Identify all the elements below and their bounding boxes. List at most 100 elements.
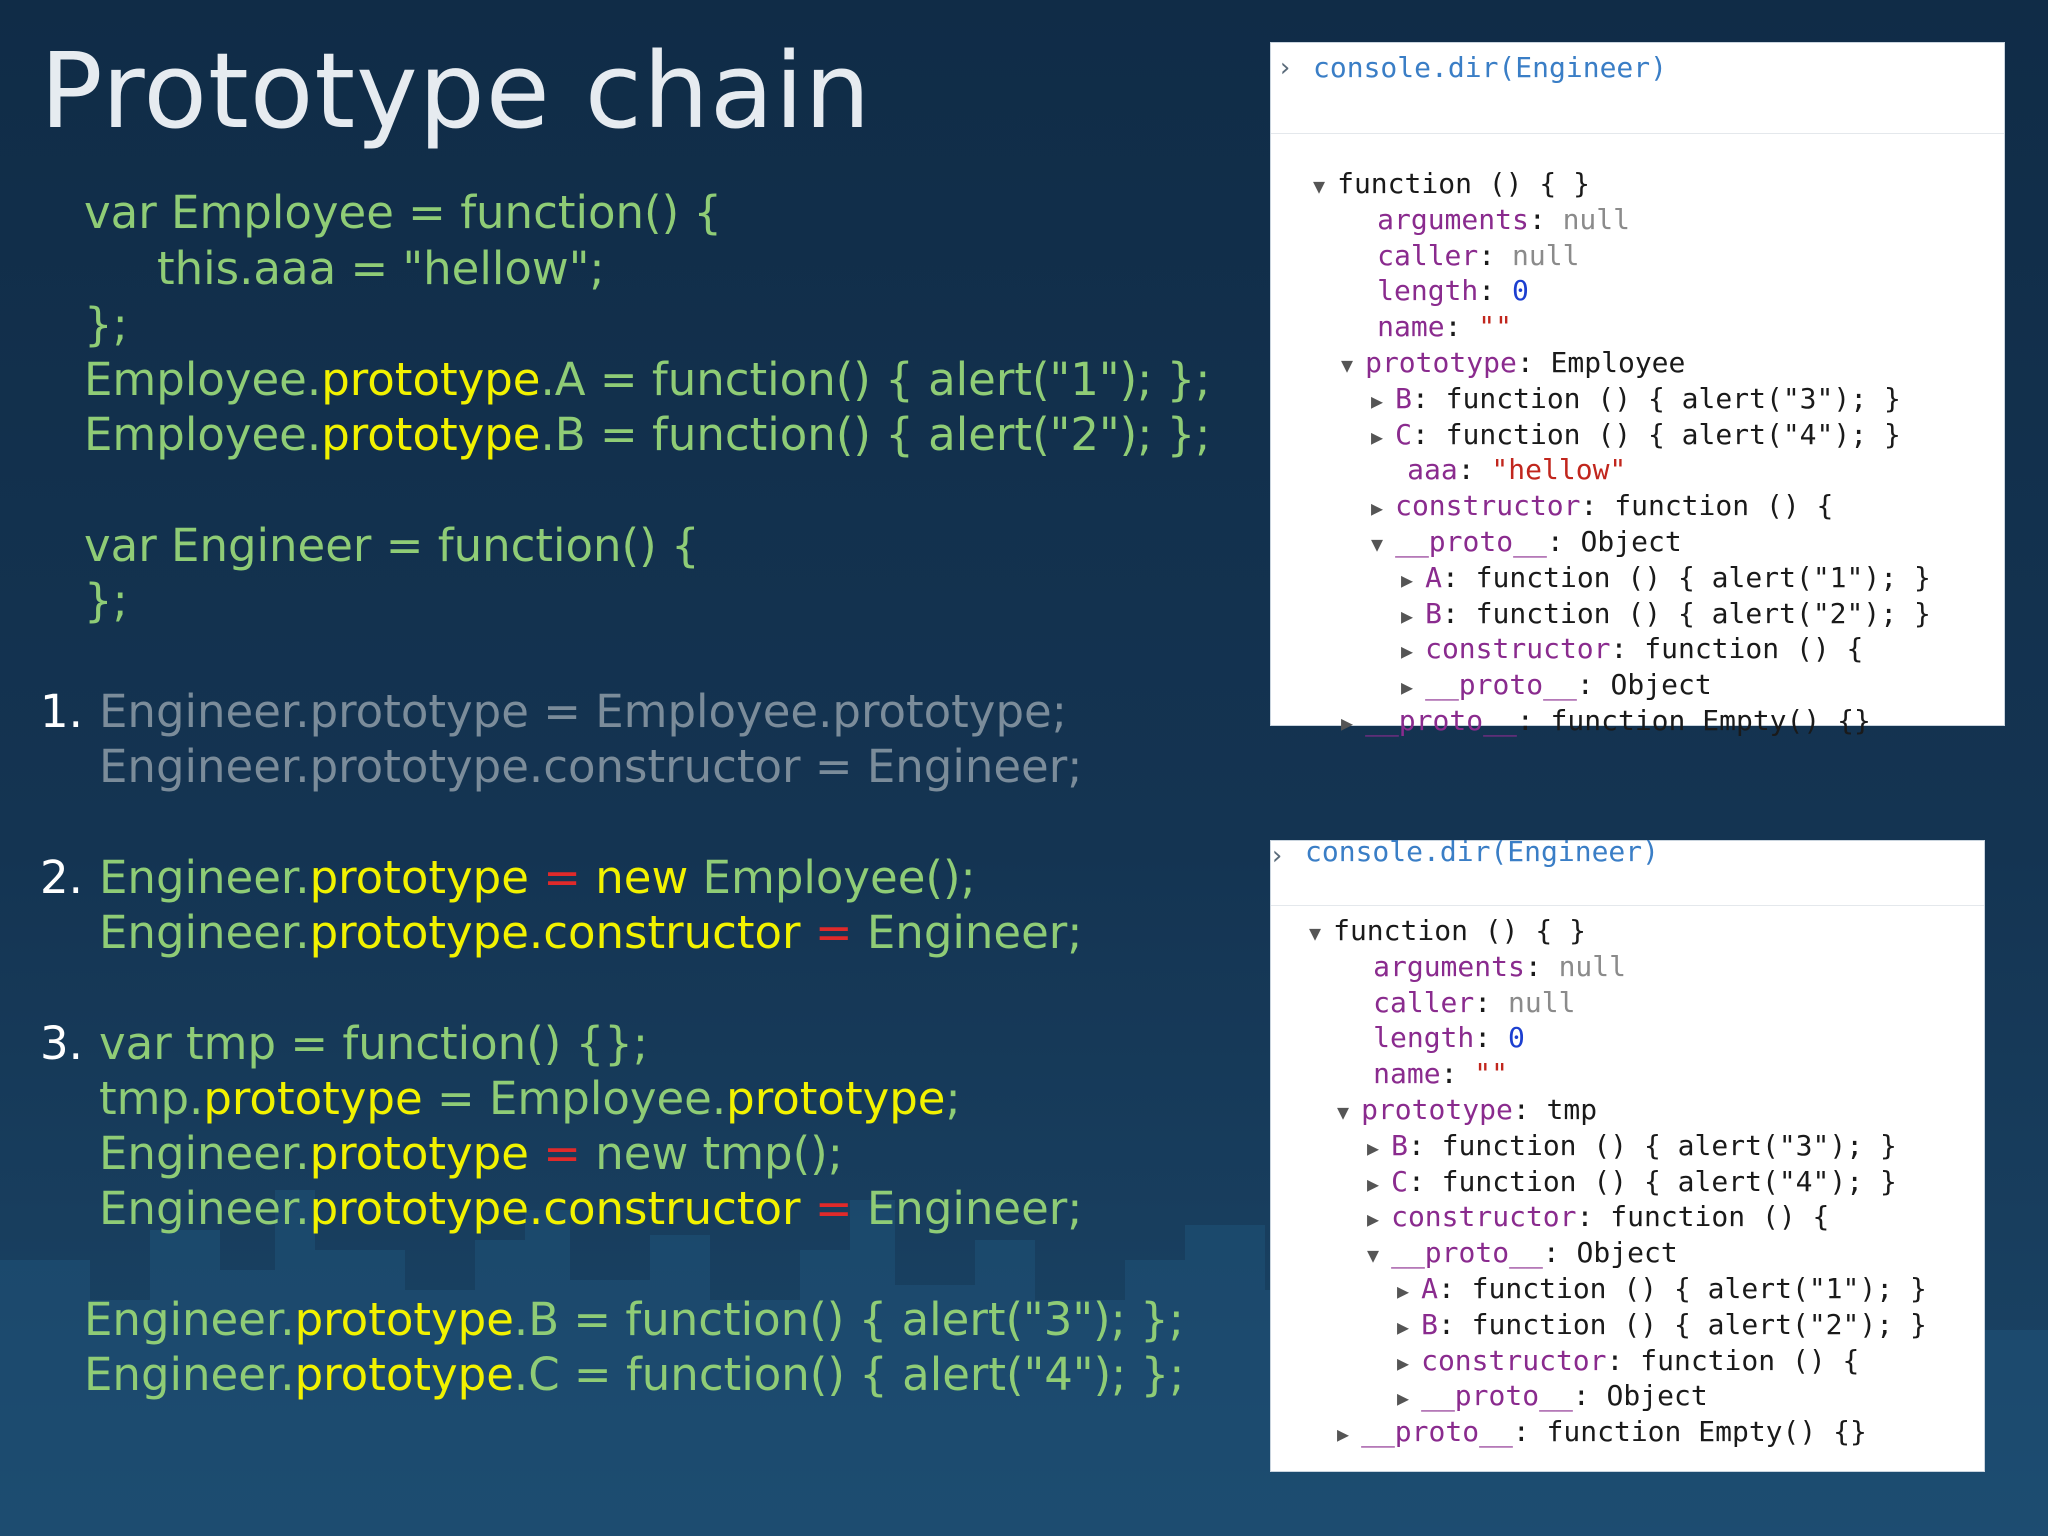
property-key: length	[1377, 274, 1479, 308]
property-key: caller	[1377, 238, 1479, 272]
tree-row[interactable]: ▼ prototype: tmp	[1337, 1093, 1597, 1129]
property-separator: :	[1580, 489, 1615, 523]
collapsed-arrow-icon[interactable]: ▶	[1337, 1422, 1362, 1447]
collapsed-arrow-icon[interactable]: ▶	[1367, 1135, 1392, 1160]
collapsed-arrow-icon[interactable]: ▶	[1397, 1350, 1422, 1375]
tree-row[interactable]: ▶ B: function () { alert("2"); }	[1397, 1308, 1927, 1344]
code-line: Engineer.prototype = new tmp();	[99, 1127, 843, 1180]
property-separator: :	[1546, 525, 1581, 558]
property-separator: :	[1437, 1307, 1472, 1341]
collapsed-arrow-icon[interactable]: ▶	[1371, 496, 1396, 521]
property-value: Employee	[1550, 346, 1686, 379]
tree-row[interactable]: ▶ constructor: function () {	[1401, 632, 1863, 668]
property-key: length	[1373, 1021, 1475, 1055]
property-separator: :	[1474, 1021, 1508, 1055]
property-key: constructor	[1421, 1343, 1607, 1377]
property-separator: :	[1610, 632, 1645, 666]
option-number: 3.	[40, 1017, 83, 1070]
property-value: Object	[1576, 1236, 1678, 1270]
code-line: };	[84, 574, 128, 627]
tree-row: name: ""	[1341, 310, 1512, 346]
property-separator: :	[1516, 704, 1551, 737]
tree-row[interactable]: ▼ __proto__: Object	[1371, 525, 1682, 561]
tree-row[interactable]: ▼ __proto__: Object	[1367, 1236, 1678, 1272]
property-value: null	[1558, 949, 1626, 983]
property-separator: :	[1606, 1343, 1641, 1377]
tree-row[interactable]: ▼ function () { }	[1313, 167, 1590, 203]
collapsed-arrow-icon[interactable]: ▶	[1401, 567, 1426, 592]
property-key: name	[1373, 1057, 1441, 1091]
property-key: prototype	[1361, 1093, 1513, 1126]
tree-row[interactable]: ▶ constructor: function () {	[1367, 1200, 1829, 1236]
collapsed-arrow-icon[interactable]: ▶	[1341, 711, 1366, 735]
code-line: tmp.prototype = Employee.prototype;	[99, 1072, 961, 1125]
console-command[interactable]: console.dir(Engineer)	[1313, 51, 1668, 84]
collapsed-arrow-icon[interactable]: ▶	[1367, 1207, 1392, 1232]
collapsed-arrow-icon[interactable]: ▶	[1397, 1279, 1422, 1303]
expanded-arrow-icon[interactable]: ▼	[1337, 1100, 1362, 1124]
code-line: Employee.prototype.A = function() { aler…	[84, 353, 1211, 406]
collapsed-arrow-icon[interactable]: ▶	[1371, 388, 1396, 413]
tree-row[interactable]: ▶ __proto__: function Empty() {}	[1337, 1415, 1867, 1451]
prompt-icon: ›	[1269, 841, 1285, 871]
spacer	[1337, 957, 1373, 981]
expanded-arrow-icon[interactable]: ▼	[1341, 353, 1366, 377]
tree-row: name: ""	[1337, 1057, 1508, 1093]
property-key: A	[1425, 560, 1442, 594]
tree-row[interactable]: ▶ B: function () { alert("3"); }	[1367, 1129, 1897, 1165]
collapsed-arrow-icon[interactable]: ▶	[1397, 1386, 1422, 1411]
property-separator: :	[1440, 1057, 1475, 1091]
collapsed-arrow-icon[interactable]: ▶	[1397, 1314, 1422, 1339]
collapsed-arrow-icon[interactable]: ▶	[1401, 675, 1426, 700]
code-line: Employee.prototype.B = function() { aler…	[84, 408, 1211, 461]
spacer	[1337, 993, 1373, 1017]
collapsed-arrow-icon[interactable]: ▶	[1371, 424, 1396, 449]
expanded-arrow-icon[interactable]: ▼	[1313, 174, 1338, 198]
console-command[interactable]: console.dir(Engineer)	[1305, 835, 1660, 868]
collapsed-arrow-icon[interactable]: ▶	[1401, 639, 1426, 664]
property-key: arguments	[1377, 202, 1529, 236]
spacer	[1337, 1028, 1373, 1052]
tree-row[interactable]: ▶ constructor: function () {	[1397, 1344, 1859, 1380]
property-key: name	[1377, 310, 1445, 344]
property-separator: :	[1457, 453, 1492, 487]
property-value: function () { alert("2"); }	[1471, 1307, 1927, 1341]
tree-row[interactable]: ▶ __proto__: function Empty() {}	[1341, 704, 1871, 740]
property-key: constructor	[1425, 632, 1611, 666]
tree-row[interactable]: ▶ C: function () { alert("4"); }	[1367, 1165, 1897, 1201]
tree-row[interactable]: ▶ B: function () { alert("3"); }	[1371, 382, 1901, 418]
tree-row[interactable]: ▶ A: function () { alert("1"); }	[1401, 561, 1931, 597]
property-separator: :	[1512, 1093, 1547, 1126]
collapsed-arrow-icon[interactable]: ▶	[1367, 1171, 1392, 1196]
code-line: Engineer.prototype = Employee.prototype;	[99, 685, 1067, 738]
tree-row[interactable]: ▶ __proto__: Object	[1401, 668, 1712, 704]
tree-row: aaa: "hellow"	[1371, 453, 1626, 489]
property-key: aaa	[1407, 453, 1458, 487]
expanded-arrow-icon[interactable]: ▼	[1367, 1243, 1392, 1268]
code-line: var Employee = function() {	[84, 186, 723, 239]
tree-row[interactable]: ▶ A: function () { alert("1"); }	[1397, 1272, 1927, 1308]
tree-row[interactable]: ▼ prototype: Employee	[1341, 346, 1685, 382]
expanded-arrow-icon[interactable]: ▼	[1309, 921, 1334, 945]
property-value: null	[1508, 985, 1576, 1019]
property-value: "hellow"	[1491, 453, 1627, 487]
property-separator: :	[1512, 1415, 1547, 1449]
property-separator: :	[1478, 274, 1512, 308]
property-value: function () { alert("4"); }	[1441, 1164, 1897, 1198]
tree-row[interactable]: ▶ B: function () { alert("2"); }	[1401, 597, 1931, 633]
tree-row[interactable]: ▶ constructor: function () {	[1371, 489, 1833, 525]
property-separator: :	[1441, 596, 1476, 630]
property-key: B	[1391, 1128, 1408, 1162]
property-value: function () {	[1640, 1343, 1860, 1377]
prompt-icon: ›	[1277, 53, 1293, 83]
code-line: Engineer.prototype.constructor = Enginee…	[99, 1182, 1083, 1235]
expanded-arrow-icon[interactable]: ▼	[1371, 532, 1396, 556]
property-value: null	[1512, 238, 1580, 272]
tree-row[interactable]: ▶ C: function () { alert("4"); }	[1371, 418, 1901, 454]
tree-row[interactable]: ▼ function () { }	[1309, 914, 1586, 950]
property-key: function () { }	[1333, 914, 1586, 947]
tree-row[interactable]: ▶ __proto__: Object	[1397, 1379, 1708, 1415]
collapsed-arrow-icon[interactable]: ▶	[1401, 603, 1426, 628]
tree-row: caller: null	[1341, 239, 1579, 275]
property-value: Object	[1610, 668, 1712, 702]
